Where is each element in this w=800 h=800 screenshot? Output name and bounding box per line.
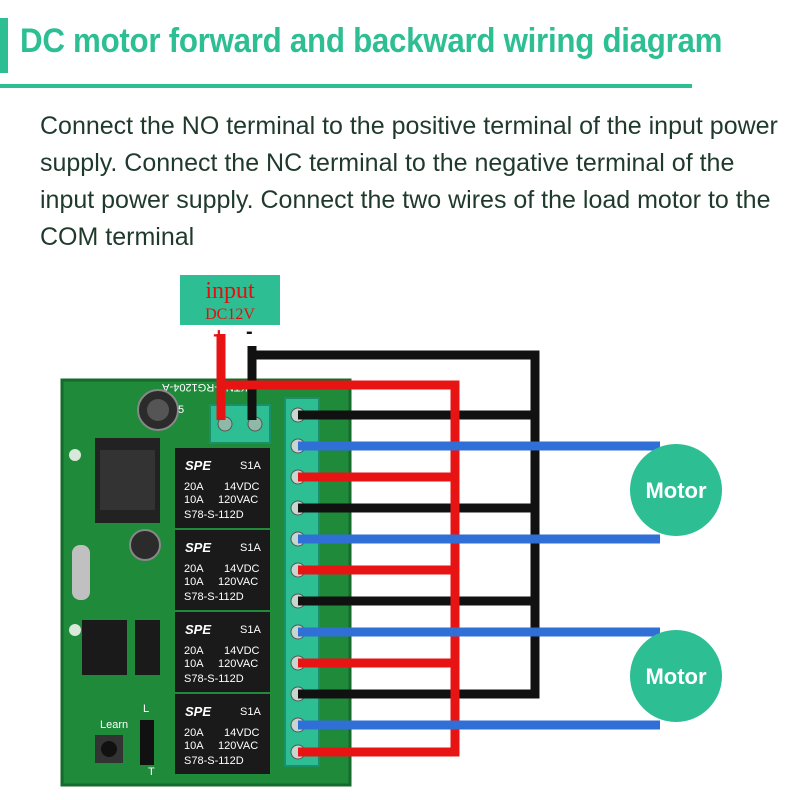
relay-rating: 10A [184, 494, 204, 506]
jumper-header [140, 720, 154, 765]
relay-brand: SPE [185, 540, 211, 555]
output-terminal-block [284, 397, 320, 767]
relay-model: S78-S-112D [184, 755, 244, 767]
relay-rating: 14VDC [224, 481, 260, 493]
capacitor-label: 5 [178, 404, 184, 416]
relay-rating: 20A [184, 645, 204, 657]
relay-model: S78-S-112D [184, 591, 244, 603]
relay-body [175, 448, 270, 528]
motor-label: Motor [645, 664, 707, 689]
motor-label: Motor [645, 478, 707, 503]
motor-circle [630, 444, 722, 536]
relay-brand: SPE [185, 458, 211, 473]
relay-rating: 120VAC [218, 658, 258, 670]
relay-rating: 120VAC [218, 740, 258, 752]
relay-model: S78-S-112D [184, 509, 244, 521]
relay-model: S78-S-112D [184, 673, 244, 685]
input-voltage: DC12V [205, 306, 255, 323]
wiring-instructions: Connect the NO terminal to the positive … [40, 112, 778, 251]
relay-rating: 14VDC [224, 727, 260, 739]
relay-code: S1A [240, 460, 261, 472]
input-label: input [205, 278, 255, 304]
relay-brand: SPE [185, 622, 211, 637]
relay-2: SPE S1A 20A 14VDC 10A 120VAC S78-S-112D [175, 530, 270, 610]
ic-chip [135, 620, 160, 675]
receiver-coil [100, 450, 155, 510]
relay-body [175, 612, 270, 692]
learn-button-cap[interactable] [101, 741, 117, 757]
mounting-hole [69, 449, 81, 461]
motor-2: Motor [630, 630, 722, 722]
relay-rating: 10A [184, 658, 204, 670]
relay-4: SPE S1A 20A 14VDC 10A 120VAC S78-S-112D [175, 694, 270, 774]
mounting-hole [69, 624, 81, 636]
input-power-box [180, 275, 280, 325]
relay-body [175, 530, 270, 610]
negative-sign: - [246, 321, 253, 343]
crystal-oscillator [72, 545, 90, 600]
relay-rating: 120VAC [218, 576, 258, 588]
capacitor-top [147, 399, 169, 421]
motor-1: Motor [630, 444, 722, 536]
relay-3: SPE S1A 20A 14VDC 10A 120VAC S78-S-112D [175, 612, 270, 692]
relay-rating: 20A [184, 727, 204, 739]
title-divider [0, 84, 692, 88]
negative-bus-wire [252, 350, 540, 699]
relay-rating: 120VAC [218, 494, 258, 506]
learn-label: Learn [100, 719, 128, 731]
title-accent-bar [0, 18, 8, 73]
motor-circle [630, 630, 722, 722]
ic-chip [82, 620, 127, 675]
relay-code: S1A [240, 624, 261, 636]
relay-body [175, 694, 270, 774]
relay-brand: SPE [185, 704, 211, 719]
small-capacitor [129, 529, 161, 561]
relay-code: S1A [240, 542, 261, 554]
page-title: DC motor forward and backward wiring dia… [20, 22, 723, 60]
relay-1: SPE S1A 20A 14VDC 10A 120VAC S78-S-112D [175, 448, 270, 528]
relay-rating: 14VDC [224, 563, 260, 575]
relay-rating: 20A [184, 563, 204, 575]
bottom-label: T [148, 766, 155, 778]
relay-rating: 10A [184, 740, 204, 752]
title-section: DC motor forward and backward wiring dia… [0, 0, 800, 92]
relay-rating: 20A [184, 481, 204, 493]
relay-rating: 10A [184, 576, 204, 588]
relay-code: S1A [240, 706, 261, 718]
relay-rating: 14VDC [224, 645, 260, 657]
side-label: L [143, 703, 149, 715]
